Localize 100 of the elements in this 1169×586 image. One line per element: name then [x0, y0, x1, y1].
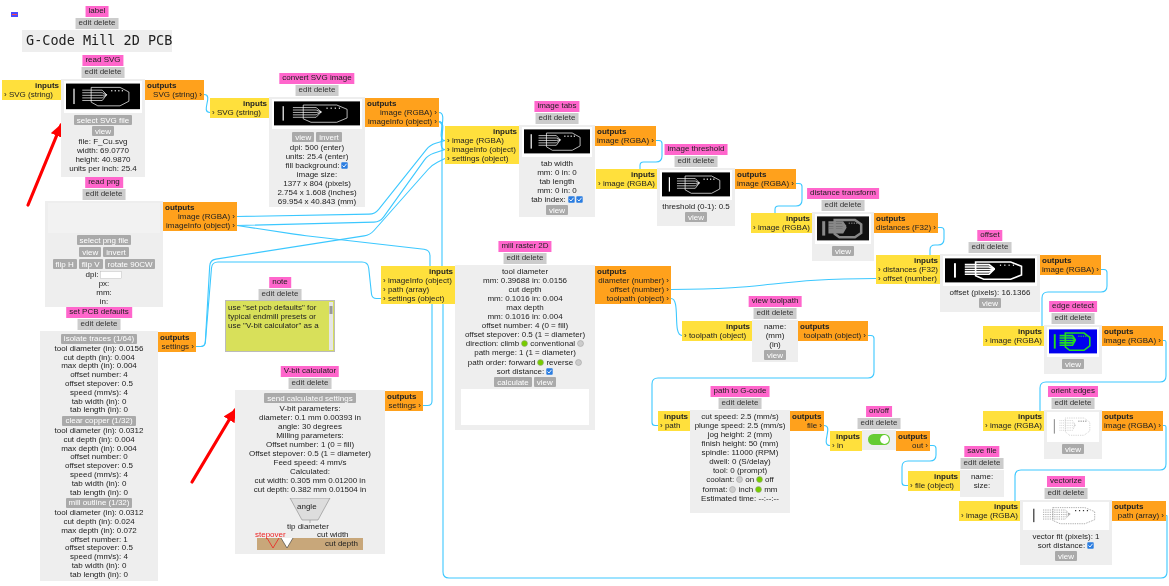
module-button: select png file — [76, 235, 132, 245]
setting-text: Feed speed: 4 mm/s — [272, 458, 348, 467]
port-header: outputs — [165, 203, 196, 212]
setting-text: tool diameter (in): 0.0312 — [53, 426, 145, 435]
setting-text: mm: 0 in: 0 — [536, 168, 578, 177]
edit-delete-controls: edit delete — [82, 189, 126, 200]
setting-text: cut depth: 0.382 mm 0.01504 in — [252, 485, 368, 494]
setting-text: (in) — [768, 340, 782, 349]
edit-delete-controls: edit delete — [857, 418, 901, 429]
port-header: inputs — [835, 432, 860, 441]
setting-text: mm: — [95, 288, 113, 298]
setting-text: in: — [98, 297, 110, 307]
edit-delete-controls: edit delete — [75, 18, 119, 29]
setting-text: direction: climb — [465, 339, 520, 349]
setting-text: inch — [738, 484, 754, 494]
module-button: invert — [316, 132, 342, 142]
module-button: view — [979, 298, 1001, 308]
module-button: view — [685, 212, 707, 222]
setting-text: mm: 0 in: 0 — [536, 186, 578, 195]
setting-text: dpi: 500 (enter) — [288, 143, 346, 152]
module-button: invert — [103, 247, 129, 257]
module-button: view — [292, 132, 315, 142]
input-ports-box — [830, 431, 862, 451]
edit-delete-controls: edit delete — [960, 458, 1004, 469]
annotation-arrow — [26, 123, 63, 207]
setting-text: tab width — [540, 159, 574, 168]
setting-text: tool diameter (in): 0.0156 — [53, 344, 145, 353]
setting-text: name: — [969, 472, 995, 481]
port-label: settings › — [160, 342, 194, 351]
wire — [422, 303, 433, 407]
port-header: outputs — [147, 81, 178, 90]
edit-delete-controls: edit delete — [77, 319, 121, 330]
title-text: G-Code Mill 2D PCB — [25, 32, 170, 49]
wire — [438, 120, 443, 267]
input-ports-box — [658, 411, 690, 431]
port-header: inputs — [1017, 412, 1042, 421]
wire — [438, 111, 446, 142]
setting-text: offset stepover: 0.5 — [64, 544, 134, 554]
port-header: inputs — [725, 322, 750, 331]
port-header: outputs — [387, 392, 418, 401]
port-header: outputs — [1042, 256, 1073, 265]
input-ports-box — [876, 255, 940, 284]
setting-text: V-bit parameters: — [278, 404, 342, 413]
setting-text: coolant: — [706, 475, 735, 485]
port-label: › settings (object) — [383, 294, 446, 303]
port-label: offset (number) › — [609, 285, 669, 294]
input-ports-box — [445, 126, 519, 164]
port-label: › path (array) — [383, 285, 431, 294]
module-title-tag: image threshold — [664, 144, 728, 155]
module-title-tag: label — [85, 6, 109, 17]
module-title-tag: path to G-code — [710, 386, 770, 397]
module-title-tag: edge detect — [1049, 301, 1097, 312]
module-button: view — [79, 247, 102, 257]
module-button: flip H — [52, 259, 77, 269]
edit-delete-controls: edit delete — [674, 156, 718, 167]
setting-text: tab width (in): 0 — [71, 479, 128, 488]
setting-text: offset stepover: 0.5 — [64, 462, 134, 471]
port-header: outputs — [367, 99, 398, 108]
port-label: image (RGBA) › — [1104, 336, 1161, 345]
setting-text: max depth (in): 0.004 — [60, 444, 138, 453]
port-label: › image (RGBA) — [753, 223, 810, 232]
output-ports-box — [595, 266, 671, 304]
output-ports-box — [790, 411, 824, 431]
port-header: inputs — [34, 81, 59, 90]
setting-text: tab width (in): 0 — [71, 397, 128, 406]
setting-text: speed (mm/s): 4 — [69, 553, 129, 562]
setting-text: vector fit (pixels): 1 — [1031, 532, 1101, 541]
setting-text: tab length (in): 0 — [69, 570, 129, 580]
edit-delete-controls: edit delete — [1051, 398, 1095, 409]
setting-text: px: — [97, 279, 111, 289]
input-ports-box — [908, 471, 960, 491]
port-header: outputs — [597, 127, 628, 136]
setting-text: max depth — [505, 303, 545, 312]
port-label: › image (RGBA) — [961, 511, 1018, 520]
edit-delete-controls: edit delete — [258, 289, 302, 300]
module-title-tag: image tabs — [534, 101, 580, 112]
port-label: imageInfo (object) › — [367, 117, 437, 126]
module-title-tag: V-bit calculator — [280, 366, 340, 377]
port-header: outputs — [800, 322, 831, 331]
port-label: › file (object) — [910, 481, 955, 490]
setting-text: tab index: — [531, 195, 566, 205]
module-button: view — [832, 246, 854, 256]
edit-delete-controls: edit delete — [718, 398, 762, 409]
port-label: out › — [911, 441, 928, 450]
port-header: outputs — [160, 333, 191, 342]
output-ports-box — [798, 321, 868, 341]
setting-text: sort distance: — [1037, 541, 1086, 551]
setting-text: threshold (0-1): 0.5 — [661, 202, 731, 211]
port-label: › offset (number) — [878, 274, 938, 283]
setting-text: image size: — [295, 170, 339, 180]
port-label: toolpath (object) › — [605, 294, 669, 303]
wire — [639, 139, 663, 170]
edit-delete-controls: edit delete — [1044, 488, 1088, 499]
module-button: mill outline (1/32) — [65, 498, 133, 509]
input-ports-box — [983, 326, 1044, 346]
setting-text: off — [765, 475, 774, 485]
module-button: select SVG file — [73, 115, 133, 125]
setting-text: offset stepover: 0.5 — [64, 380, 134, 388]
input-ports-box — [381, 266, 455, 304]
port-label: toolpath (object) › — [802, 331, 866, 340]
